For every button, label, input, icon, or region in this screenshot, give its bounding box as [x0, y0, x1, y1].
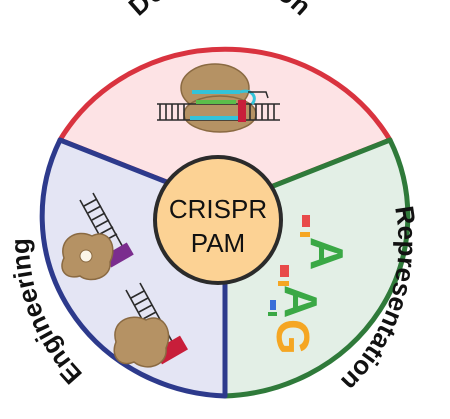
logo-letter-1: A — [301, 237, 353, 270]
logo-small-letters — [268, 215, 310, 316]
logo-letter-2: A — [275, 285, 327, 318]
determination-illustration — [157, 63, 280, 133]
logo-letter-3: G — [267, 319, 319, 355]
sequence-logo: A A G — [267, 215, 353, 355]
center-title-line2: PAM — [191, 228, 245, 258]
center-circle: CRISPR PAM — [153, 155, 283, 285]
center-title-line1: CRISPR — [169, 194, 267, 224]
engineering-illustration-top — [61, 192, 134, 281]
engineering-illustration-bottom — [113, 282, 188, 368]
label-determination: Determination — [123, 0, 318, 21]
